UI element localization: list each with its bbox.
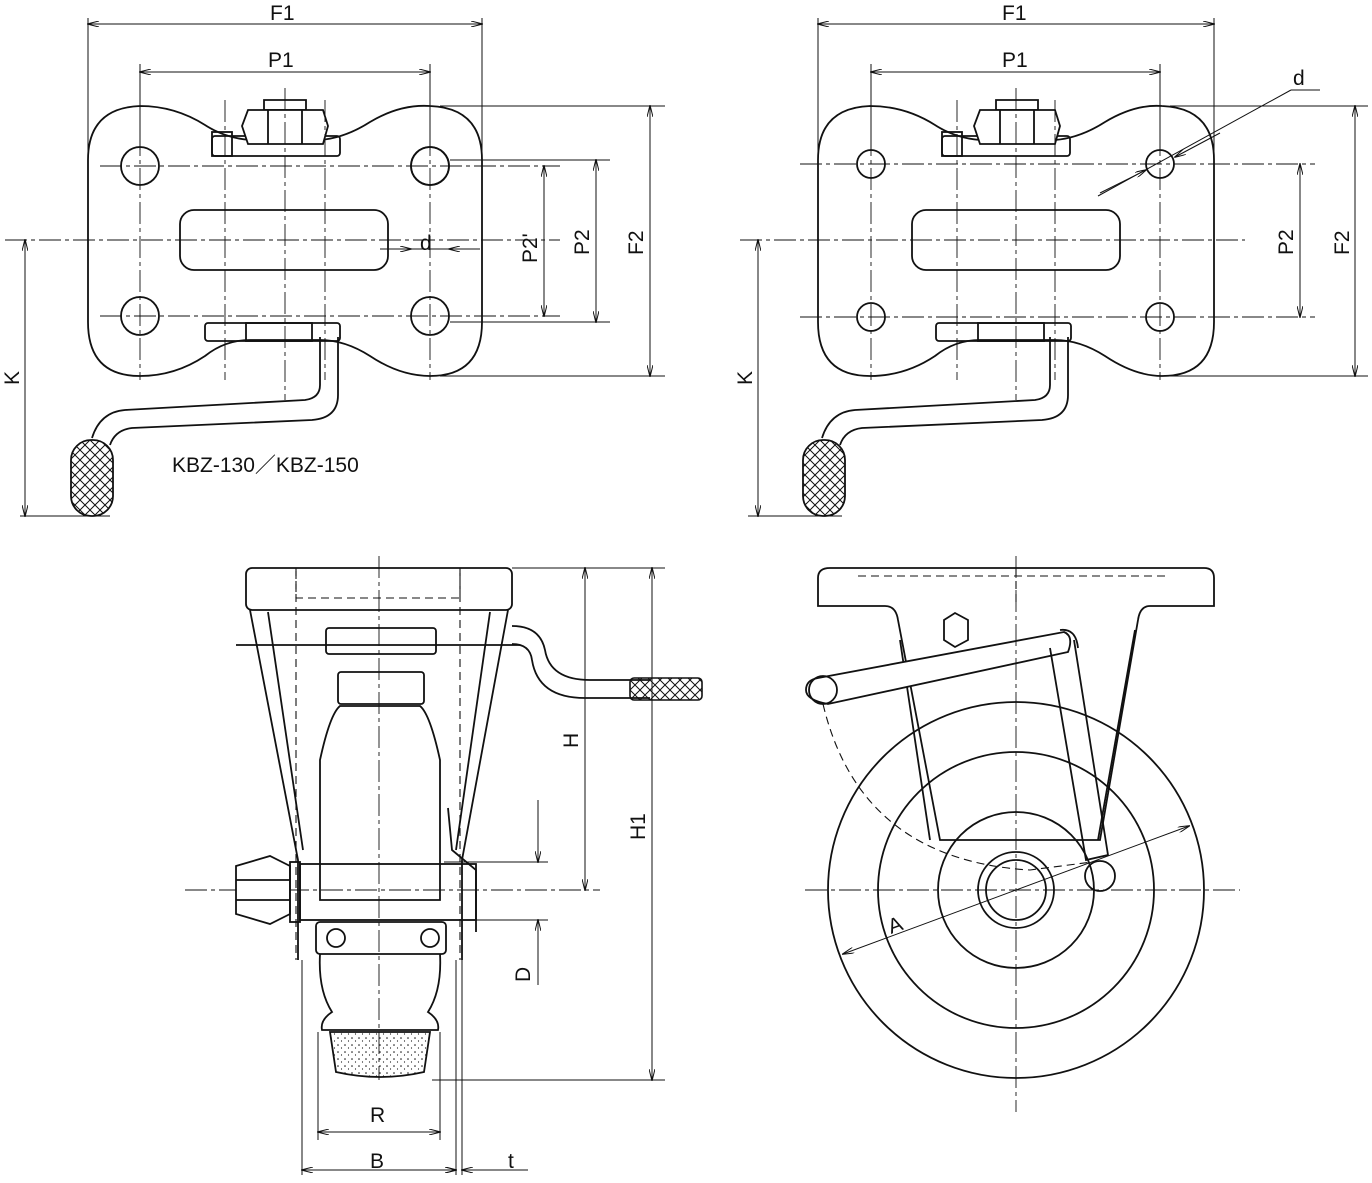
label-A: A	[885, 912, 906, 938]
label-P1-right: P1	[1002, 49, 1028, 72]
label-P2: P2	[571, 229, 594, 255]
label-H1: H1	[627, 813, 650, 840]
label-K-right: K	[734, 371, 757, 385]
side-view	[805, 556, 1240, 1112]
label-B: B	[370, 1150, 384, 1173]
label-F1: F1	[270, 2, 295, 25]
label-d: d	[420, 232, 432, 255]
label-F2-right: F2	[1331, 230, 1354, 255]
label-P2-right: P2	[1275, 229, 1298, 255]
label-t: t	[508, 1150, 514, 1173]
label-R: R	[370, 1104, 385, 1127]
top-view-round-hole-plate	[740, 18, 1368, 516]
top-view-slotted-plate	[5, 18, 665, 516]
model-caption: KBZ-130／KBZ-150	[172, 454, 359, 477]
label-P2-prime: P2'	[519, 233, 542, 263]
label-d-right: d	[1293, 67, 1305, 90]
label-P1: P1	[268, 49, 294, 72]
label-K: K	[1, 371, 24, 385]
label-D: D	[512, 967, 535, 982]
label-F1-right: F1	[1002, 2, 1027, 25]
front-view	[185, 556, 703, 1175]
label-H: H	[560, 733, 583, 748]
label-F2: F2	[625, 230, 648, 255]
